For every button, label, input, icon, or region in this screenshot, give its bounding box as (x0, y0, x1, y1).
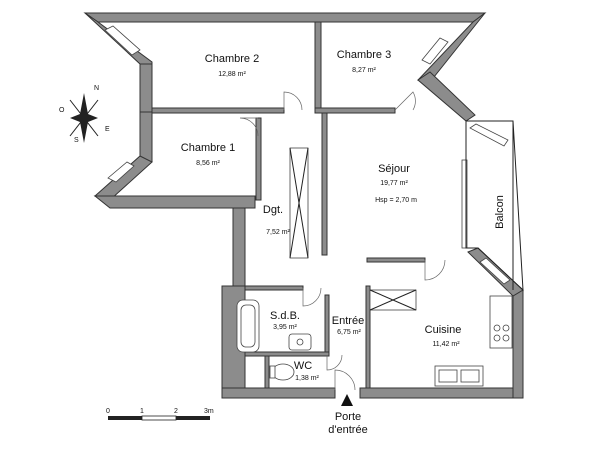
area-chambre2: 12,88 m² (218, 71, 246, 78)
label-chambre2: Chambre 2 (205, 53, 259, 65)
wall-top (83, 12, 487, 23)
window-balcony-door (461, 159, 468, 249)
door-chambre1 (239, 117, 259, 137)
label-entrance-line1: Porte (335, 411, 361, 423)
compass-e: E (105, 126, 110, 133)
wall-sdb-bottom (244, 351, 330, 357)
closet-dgt-diag2 (289, 147, 309, 259)
stove-burner-4 (502, 334, 510, 342)
wall-chambre1-bottom (93, 195, 256, 209)
window-chambre1 (107, 161, 135, 183)
door-wc (326, 354, 343, 371)
closet-entree-diag2 (369, 289, 417, 311)
area-cuisine: 11,42 m² (432, 341, 460, 348)
balcony-outline (465, 120, 524, 292)
area-dgt: 7,52 m² (266, 229, 290, 236)
area-sejour: 19,77 m² (380, 180, 408, 187)
scale-tick-2: 2 (174, 408, 178, 415)
door-sejour (424, 259, 446, 281)
area-chambre3: 8,27 m² (352, 67, 376, 74)
compass-s: S (74, 137, 79, 144)
area-entree: 6,75 m² (337, 329, 361, 336)
wall-chambre3-right-diag (416, 12, 486, 83)
scale-tick-3: 3m (204, 408, 214, 415)
wall-chambre1-right (255, 117, 262, 201)
walls (83, 12, 524, 399)
label-sejour: Séjour (378, 163, 410, 175)
wall-left-middle (232, 207, 246, 287)
stove-burner-1 (493, 324, 501, 332)
scale-tick-1: 1 (140, 408, 144, 415)
kitchen-sink-bowl-1 (438, 369, 458, 383)
label-cuisine: Cuisine (425, 324, 462, 336)
wall-bottom-left (221, 387, 336, 399)
wall-chambre1-bottom-diag (93, 155, 153, 201)
label-wc: WC (294, 360, 312, 372)
stove-burner-3 (493, 334, 501, 342)
window-chambre2 (104, 25, 141, 56)
area-wc: 1,38 m² (295, 375, 319, 382)
label-chambre1: Chambre 1 (181, 142, 235, 154)
wall-wc-left (264, 355, 270, 389)
area-chambre1: 8,56 m² (196, 160, 220, 167)
wall-sejour-cuisine (366, 257, 426, 263)
wall-chambre2-chambre3 (314, 21, 322, 111)
window-sejour-right (469, 123, 509, 147)
wall-under-chambre3 (314, 107, 396, 114)
door-chambre2 (283, 91, 303, 111)
scale-segment-1 (108, 416, 142, 420)
room-labels: Chambre 2 12,88 m² Chambre 3 8,27 m² Cha… (181, 49, 506, 436)
wall-chambre1-left (139, 111, 153, 163)
window-chambre3 (421, 37, 449, 65)
bathtub-inner (240, 304, 256, 348)
toilet-tank (269, 365, 276, 379)
wall-dgt-right (321, 112, 328, 256)
scale-tick-0: 0 (106, 408, 110, 415)
label-balcon: Balcon (494, 195, 506, 229)
label-sdb: S.d.B. (270, 310, 300, 322)
label-chambre3: Chambre 3 (337, 49, 391, 61)
door-sdb (302, 287, 322, 307)
scale-segment-2 (141, 415, 177, 421)
window-cuisine (479, 257, 511, 285)
kitchen-counter (489, 295, 513, 349)
scale-bar: 0 1 2 3m (106, 408, 214, 421)
label-entrance-line2: d'entrée (328, 424, 367, 436)
washbasin-drain (296, 338, 304, 346)
wall-under-chambre2 (151, 107, 285, 114)
wall-bottom-right (359, 387, 524, 399)
door-entrance (334, 369, 356, 391)
entrance-arrow (341, 394, 353, 406)
compass-o: O (59, 107, 65, 114)
wall-sdb-right (324, 294, 330, 356)
windows (104, 25, 511, 285)
kitchen-sink-bowl-2 (460, 369, 480, 383)
compass-n: N (94, 85, 99, 92)
height-sejour: Hsp = 2,70 m (375, 197, 417, 204)
compass: N E S O (59, 85, 110, 144)
wall-sejour-right-diag (417, 71, 476, 122)
wall-chambre2-left (139, 63, 153, 113)
fixtures (236, 147, 513, 387)
doors (239, 91, 446, 391)
area-sdb: 3,95 m² (273, 324, 297, 331)
label-dgt: Dgt. (263, 204, 283, 216)
label-entree: Entrée (332, 315, 364, 327)
door-chambre3 (394, 91, 416, 111)
wall-entree-right (365, 285, 371, 389)
stove-burner-2 (502, 324, 510, 332)
scale-segment-3 (176, 416, 210, 420)
compass-axis-2 (69, 99, 99, 137)
balcony (465, 120, 524, 292)
wall-right-lower (512, 289, 524, 399)
wall-sdb-top (244, 285, 304, 291)
